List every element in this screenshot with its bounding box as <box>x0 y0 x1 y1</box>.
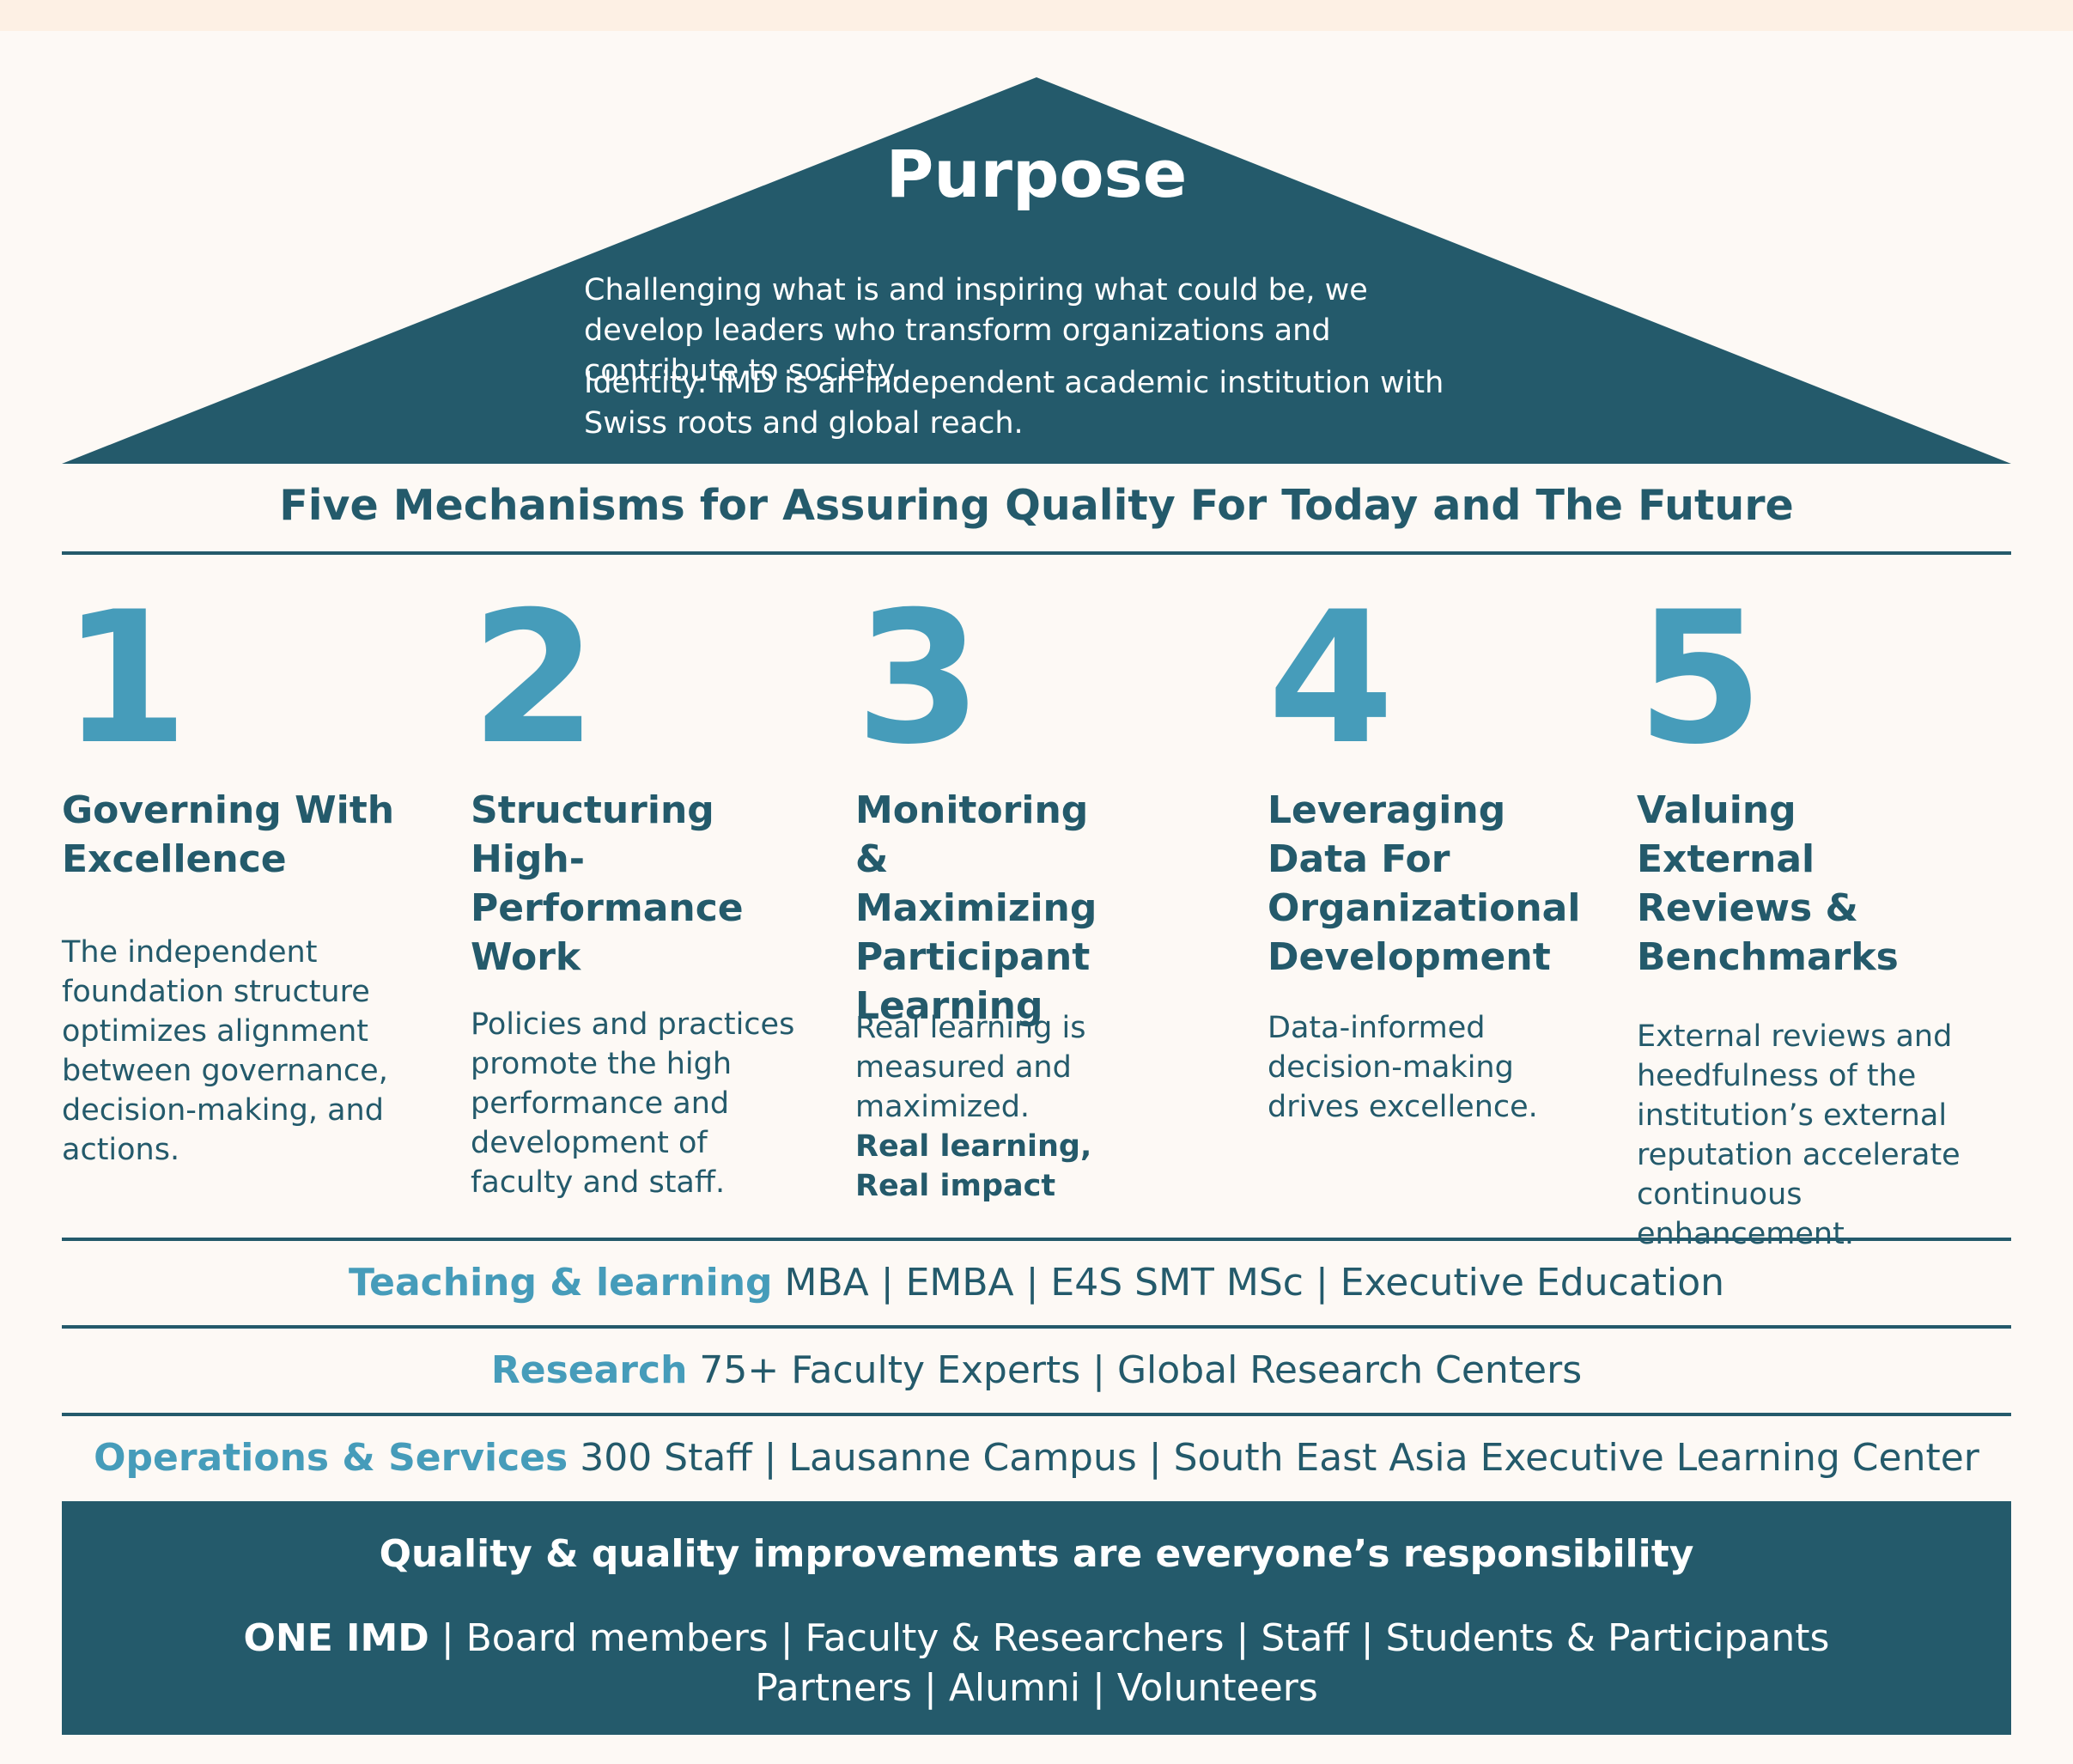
mechanism-description-text: Real learning is measured and maximized. <box>855 1011 1086 1124</box>
pillar-research: Research 75+ Faculty Experts | Global Re… <box>62 1348 2011 1392</box>
mechanism-emphasis: Real learning, Real impact <box>855 1129 1092 1203</box>
pillar-label: Teaching & learning <box>348 1261 773 1305</box>
mechanism-title: Monitoring & Maximizing Participant Lear… <box>855 788 1097 1028</box>
purpose-roof <box>62 77 2011 464</box>
mechanism-description: Data-informed decision-making drives exc… <box>1268 1011 1538 1124</box>
mechanism-title: Governing With Excellence <box>62 788 395 881</box>
purpose-statement: Challenging what is and inspiring what c… <box>584 273 1368 388</box>
mechanism-4: 4 Leveraging Data For Organizational Dev… <box>1268 572 1580 1125</box>
pillar-label: Operations & Services <box>94 1436 568 1480</box>
pillar-operations: Operations & Services 300 Staff | Lausan… <box>62 1436 2011 1480</box>
mechanism-description: External reviews and heedfulness of the … <box>1637 1019 1961 1251</box>
pillar-teaching: Teaching & learning MBA | EMBA | E4S SMT… <box>62 1261 2011 1305</box>
mechanisms-heading: Five Mechanisms for Assuring Quality For… <box>279 481 1794 530</box>
purpose-identity: Identity: IMD is an independent academic… <box>584 366 1444 441</box>
mechanism-description: Policies and practices promote the high … <box>471 1007 795 1200</box>
divider <box>62 1325 2011 1329</box>
one-imd-label: ONE IMD <box>243 1616 429 1660</box>
mechanism-number: 5 <box>1637 572 1764 784</box>
responsibility-footer: Quality & quality improvements are every… <box>62 1501 2011 1735</box>
mechanism-description: The independent foundation structure opt… <box>62 935 388 1167</box>
purpose-title: Purpose <box>885 136 1188 212</box>
mechanism-number: 3 <box>855 572 982 784</box>
mechanism-number: 2 <box>471 572 598 784</box>
footer-stakeholders-text: | Board members | Faculty & Researchers … <box>441 1616 1830 1660</box>
footer-partners: Partners | Alumni | Volunteers <box>755 1666 1318 1710</box>
mechanism-title: Structuring High-Performance Work <box>471 788 744 979</box>
divider <box>62 551 2011 555</box>
pillar-label: Research <box>490 1348 688 1392</box>
top-band <box>0 0 2073 31</box>
footer-heading: Quality & quality improvements are every… <box>379 1532 1694 1576</box>
footer-stakeholders: ONE IMD | Board members | Faculty & Rese… <box>62 1616 2011 1660</box>
mechanism-number: 4 <box>1268 572 1395 784</box>
pillar-text: 300 Staff | Lausanne Campus | South East… <box>580 1436 1979 1480</box>
pillar-text: 75+ Faculty Experts | Global Research Ce… <box>699 1348 1583 1392</box>
pillar-text: MBA | EMBA | E4S SMT MSc | Executive Edu… <box>784 1261 1725 1305</box>
mechanism-number: 1 <box>62 572 189 784</box>
mechanism-title: Leveraging Data For Organizational Devel… <box>1268 788 1581 979</box>
divider <box>62 1413 2011 1416</box>
divider <box>62 1238 2011 1241</box>
mechanism-2: 2 Structuring High-Performance Work Poli… <box>471 572 797 1201</box>
mechanism-1: 1 Governing With Excellence The independ… <box>62 572 405 1168</box>
mechanism-3: 3 Monitoring & Maximizing Participant Le… <box>855 572 1113 1204</box>
mechanism-description: Real learning is measured and maximized.… <box>855 1008 1096 1206</box>
mechanism-5: 5 Valuing External Reviews & Benchmarks … <box>1637 572 2015 1252</box>
mechanism-title: Valuing External Reviews & Benchmarks <box>1637 788 1899 979</box>
